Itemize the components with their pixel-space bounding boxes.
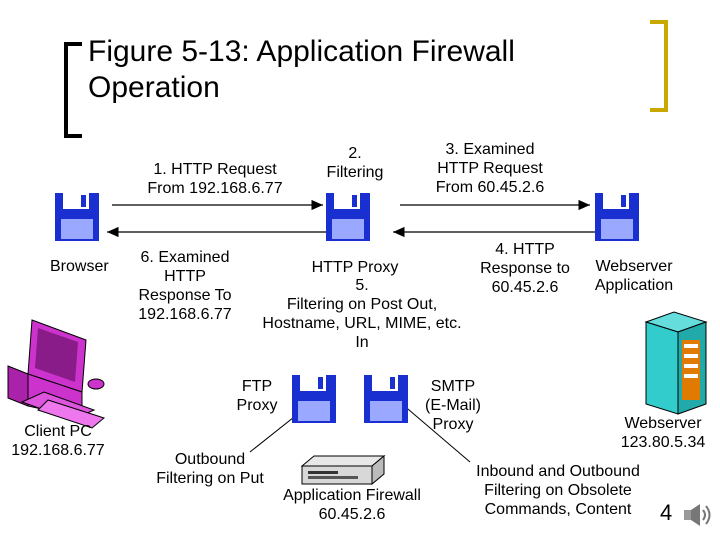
browser-disk-icon: [55, 193, 99, 241]
step2-label: 2. Filtering: [326, 145, 384, 181]
app-firewall-label: Application Firewall 60.45.2.6: [283, 487, 421, 523]
http-proxy-disk-icon: [326, 193, 370, 241]
webserver-host-label: Webserver 123.80.5.34: [620, 415, 706, 451]
speaker-icon: [684, 504, 711, 526]
http-proxy-label: HTTP Proxy: [311, 259, 399, 276]
title-bracket-left: [64, 42, 82, 138]
webserver-tower-icon: [644, 311, 708, 415]
slide-number: 4: [660, 500, 673, 525]
step3-label: 3. Examined HTTP Request From 60.45.2.6: [435, 141, 545, 196]
ftp-proxy-label: FTP Proxy: [236, 378, 278, 414]
title-bracket-right: [650, 20, 668, 112]
smtp-proxy-disk-icon: [364, 375, 408, 423]
browser-label: Browser: [50, 258, 109, 275]
outbound-label: Outbound Filtering on Put: [156, 451, 264, 487]
step1-label: 1. HTTP Request From 192.168.6.77: [147, 161, 283, 197]
step5-label: 5. Filtering on Post Out, Hostname, URL,…: [262, 277, 462, 351]
firewall-box-icon: [300, 454, 386, 486]
webserver-app-label: Webserver Application: [594, 258, 674, 294]
slide-title: Figure 5-13: Application Firewall Operat…: [88, 35, 515, 104]
client-pc-label: Client PC 192.168.6.77: [11, 423, 105, 459]
smtp-proxy-label: SMTP (E-Mail) Proxy: [425, 378, 481, 433]
step6-label: 6. Examined HTTP Response To 192.168.6.7…: [138, 249, 232, 323]
step4-label: 4. HTTP Response to 60.45.2.6: [480, 241, 570, 296]
webserver-app-disk-icon: [595, 193, 639, 241]
client-pc-icon: [7, 319, 106, 429]
ftp-proxy-disk-icon: [292, 375, 336, 423]
inbound-label: Inbound and Outbound Filtering on Obsole…: [476, 463, 640, 518]
